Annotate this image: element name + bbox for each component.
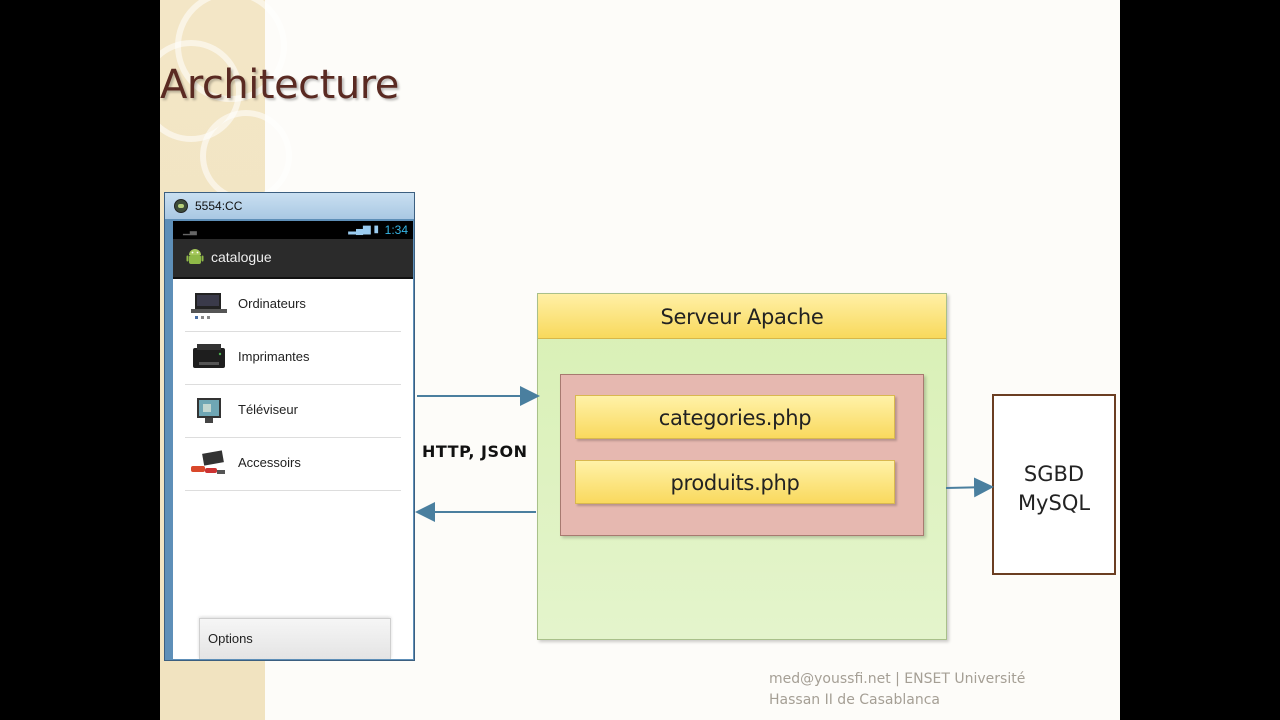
footer-line-2: Hassan II de Casablanca xyxy=(769,692,940,708)
db-arrow xyxy=(945,477,994,498)
status-time: 1:34 xyxy=(384,223,408,237)
footer-line-1: med@youssfi.net | ENSET Université xyxy=(769,671,1026,687)
db-label-mysql: MySQL xyxy=(1017,491,1091,515)
laptop-icon xyxy=(191,293,227,319)
device-screen[interactable]: ▁▃ ▂▄▆ ▮ 1:34 catalogue Or xyxy=(173,221,413,659)
php-scripts-container: categories.php produits.php xyxy=(560,374,924,536)
accessories-icon xyxy=(191,450,225,474)
emulator-titlebar[interactable]: 5554:CC xyxy=(165,193,414,219)
server-title: Serveur Apache xyxy=(538,294,946,339)
list-item[interactable]: Accessoirs xyxy=(185,438,401,491)
php-file-categories: categories.php xyxy=(575,395,895,439)
db-label-sgbd: SGBD xyxy=(1023,462,1085,486)
decorative-ring xyxy=(160,40,242,142)
tv-icon xyxy=(197,398,221,423)
list-item-label: Accessoirs xyxy=(238,455,301,470)
list-item-label: Ordinateurs xyxy=(238,296,306,311)
android-icon xyxy=(186,249,204,264)
slide-title: Architecture xyxy=(160,62,399,108)
status-bar: ▁▃ ▂▄▆ ▮ 1:34 xyxy=(173,221,413,239)
php-file-produits: produits.php xyxy=(575,460,895,504)
database-box: SGBD MySQL xyxy=(992,394,1116,575)
options-label: Options xyxy=(208,631,253,646)
app-title: catalogue xyxy=(211,249,272,265)
apache-server-box: Serveur Apache categories.php produits.p… xyxy=(537,293,947,640)
category-list: Ordinateurs Imprimantes Télévise xyxy=(173,279,413,491)
list-item[interactable]: Imprimantes xyxy=(185,332,401,385)
emulator-app-icon xyxy=(174,199,188,213)
list-item-label: Téléviseur xyxy=(238,402,298,417)
options-menu-button[interactable]: Options xyxy=(199,618,391,659)
emulator-window-title: 5554:CC xyxy=(195,199,243,213)
emulator-window[interactable]: 5554:CC ▁▃ ▂▄▆ ▮ 1:34 catalogue xyxy=(164,192,415,661)
printer-icon xyxy=(193,344,225,368)
signal-battery-icon: ▂▄▆ ▮ xyxy=(348,224,379,235)
slide-footer: med@youssfi.net | ENSET Université Hassa… xyxy=(769,669,1025,711)
list-item[interactable]: Ordinateurs xyxy=(185,279,401,332)
action-bar: catalogue xyxy=(173,239,413,279)
no-signal-icon: ▁▃ xyxy=(183,225,197,235)
list-item[interactable]: Téléviseur xyxy=(185,385,401,438)
protocol-label: HTTP, JSON xyxy=(422,442,528,461)
list-item-label: Imprimantes xyxy=(238,349,310,364)
